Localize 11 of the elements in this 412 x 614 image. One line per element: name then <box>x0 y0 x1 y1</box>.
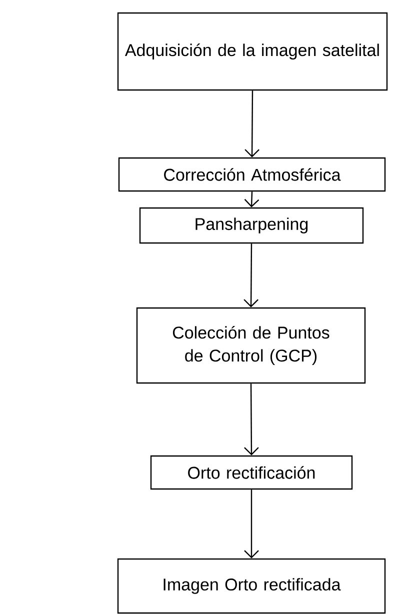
process-box: Imagen Orto rectificada <box>117 558 386 614</box>
process-box: Colección de Puntos de Control (GCP) <box>136 307 366 384</box>
process-box: Orto rectificación <box>150 455 353 490</box>
arrow <box>244 384 259 456</box>
process-box: Corrección Atmosférica <box>118 157 386 192</box>
arrow <box>244 192 260 208</box>
arrow <box>244 244 258 308</box>
process-box: Pansharpening <box>139 207 364 244</box>
process-box: Adquisición de la imagen satelital <box>117 12 388 91</box>
arrow <box>244 90 260 158</box>
arrow <box>244 490 259 558</box>
